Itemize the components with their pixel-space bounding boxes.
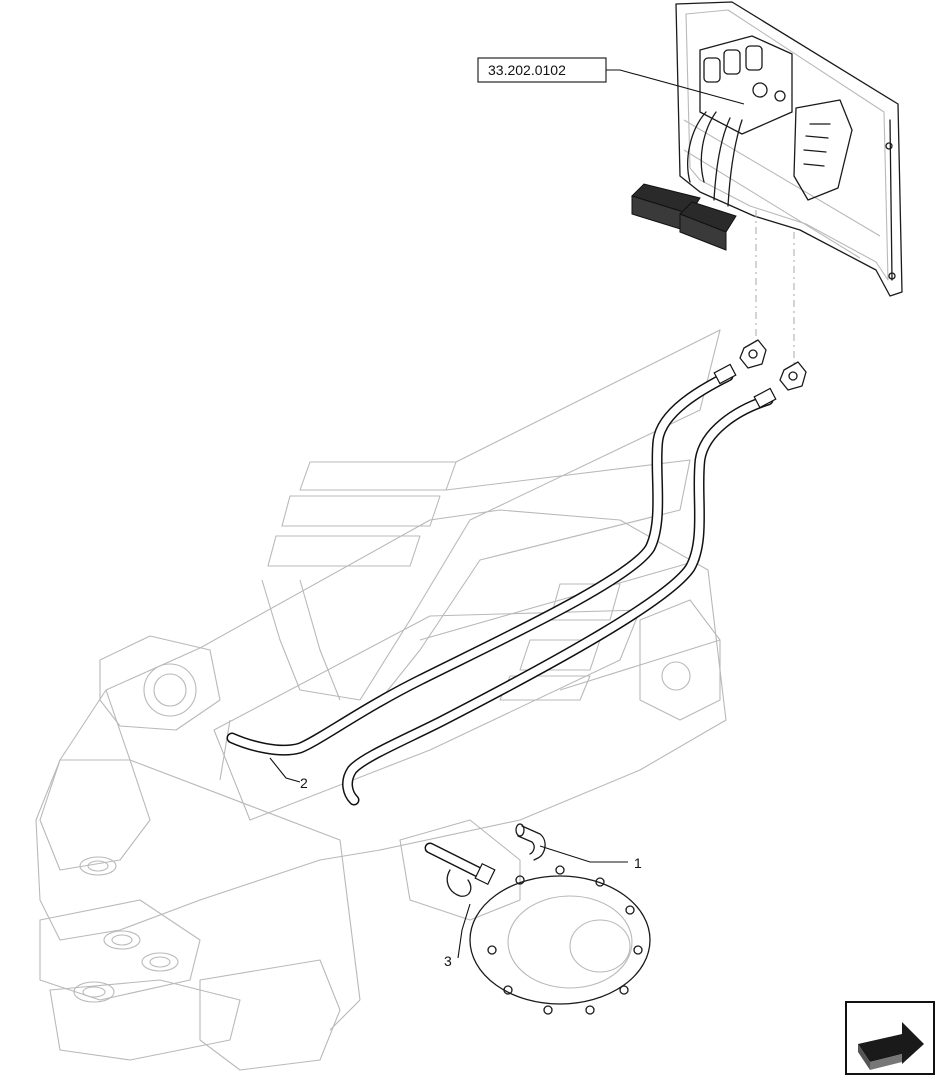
tractor-frame — [35, 509, 727, 1071]
callout-3-leader — [457, 903, 471, 959]
next-page-button[interactable] — [845, 1001, 935, 1075]
reference-leader — [606, 69, 745, 105]
reference-label[interactable]: 33.202.0102 — [488, 62, 566, 78]
forward-arrow-icon — [858, 1022, 924, 1070]
hose-end-fittings — [739, 339, 807, 391]
callout-2-label[interactable]: 2 — [300, 775, 308, 791]
callout-1-leader — [539, 845, 628, 863]
brake-pedal-assembly — [631, 1, 903, 297]
callout-1[interactable]: 1 — [539, 845, 642, 871]
callout-1-label[interactable]: 1 — [634, 855, 642, 871]
reference-callout[interactable]: 33.202.0102 — [477, 57, 745, 105]
brake-hoses — [226, 363, 777, 806]
callout-2-leader — [269, 757, 301, 783]
right-pedal-pad — [679, 201, 737, 251]
brake-hub-assembly — [424, 823, 651, 1015]
chevron-outline — [261, 329, 721, 701]
reference-box[interactable] — [477, 57, 607, 83]
callout-3-label[interactable]: 3 — [444, 953, 452, 969]
callout-3[interactable]: 3 — [444, 903, 471, 969]
callout-2[interactable]: 2 — [269, 757, 308, 791]
left-pedal-pad — [631, 183, 701, 233]
